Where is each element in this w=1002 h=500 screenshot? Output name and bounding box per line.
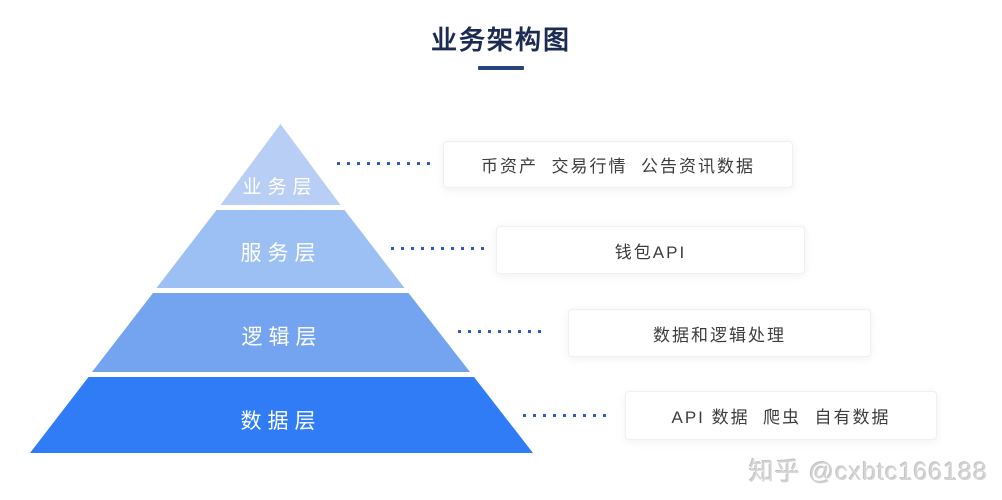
dotted-connector-logic — [458, 330, 547, 333]
pyramid-layer-business — [220, 124, 341, 205]
dotted-connector-business — [337, 162, 432, 165]
page-title: 业务架构图 — [430, 25, 571, 55]
detail-card-logic: 数据和逻辑处理 — [568, 309, 871, 357]
dotted-connector-data — [523, 414, 612, 417]
pyramid-layer-service — [156, 210, 405, 288]
pyramid-layer-logic — [92, 293, 470, 372]
page-title-block: 业务架构图 — [0, 20, 1002, 70]
title-underline — [478, 66, 524, 70]
detail-card-business: 币资产 交易行情 公告资讯数据 — [443, 141, 793, 188]
dotted-connector-service — [391, 247, 485, 250]
watermark-text: 知乎 @cxbtc166188 — [748, 458, 988, 486]
detail-card-service: 钱包API — [496, 226, 805, 274]
detail-card-data: API 数据 爬虫 自有数据 — [625, 391, 937, 440]
pyramid-layer-data — [30, 377, 533, 453]
